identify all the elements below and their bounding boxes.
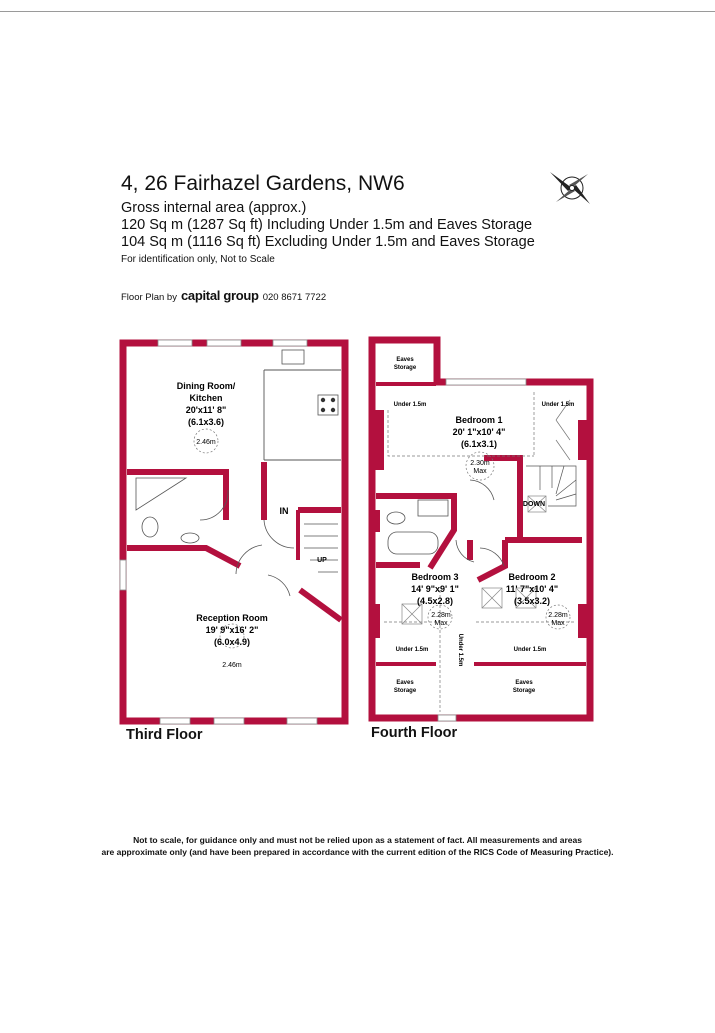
- third-floor-label: Third Floor: [126, 727, 203, 743]
- bedroom3-imperial: 14' 9"x9' 1": [411, 584, 459, 594]
- spiral-stairs: [526, 465, 577, 507]
- bedroom1-name: Bedroom 1: [455, 415, 502, 425]
- bedroom3-max: Max: [434, 620, 448, 627]
- bedroom3-ceiling-height: 2.28m: [431, 612, 451, 619]
- reception-metric: (6.0x4.9): [214, 637, 250, 647]
- shower-icon: [135, 477, 188, 511]
- disclaimer: Not to scale, for guidance only and must…: [0, 834, 715, 858]
- bedroom2-max: Max: [551, 620, 565, 627]
- top-rule: [0, 11, 715, 12]
- floorplan-credit: Floor Plan by capital group 020 8671 772…: [121, 288, 326, 303]
- bedroom1-ceiling-height: 2.30m: [470, 460, 490, 467]
- hob-icon: [317, 394, 339, 416]
- fourth-floor-label: Fourth Floor: [371, 725, 458, 741]
- reception-imperial: 19' 9"x16' 2": [206, 625, 259, 635]
- disclaimer-line1: Not to scale, for guidance only and must…: [133, 835, 582, 845]
- under-vertical: Under 1.5m: [457, 634, 463, 667]
- eaves-bottom-right-line1: Eaves: [515, 680, 533, 686]
- identification-note: For identification only, Not to Scale: [121, 254, 275, 265]
- wc-icon: [141, 516, 159, 538]
- under-bedroom2: Under 1.5m: [514, 647, 547, 653]
- eaves-bottom-right-line2: Storage: [513, 688, 536, 694]
- under-bedroom3: Under 1.5m: [396, 647, 429, 653]
- bedroom1-metric: (6.1x3.1): [461, 439, 497, 449]
- dining-name-line2: Kitchen: [189, 393, 222, 403]
- under-top-left: Under 1.5m: [394, 402, 427, 408]
- wc-icon-upper: [386, 511, 406, 525]
- sink-icon: [281, 349, 305, 365]
- bedroom2-ceiling-height: 2.28m: [548, 612, 568, 619]
- eaves-top-line1: Eaves: [396, 357, 414, 363]
- eaves-top-line2: Storage: [394, 365, 417, 371]
- eaves-bottom-left-line1: Eaves: [396, 680, 414, 686]
- area-excluding: 104 Sq m (1116 Sq ft) Excluding Under 1.…: [121, 234, 535, 250]
- company-phone: 020 8671 7722: [262, 292, 327, 303]
- basin-icon: [180, 532, 200, 544]
- reception-ceiling-height: 2.46m: [222, 662, 242, 669]
- area-block: Gross internal area (approx.) 120 Sq m (…: [121, 200, 535, 251]
- floorplan-by-label: Floor Plan by: [121, 292, 177, 303]
- bedroom2-imperial: 11' 7"x10' 4": [506, 584, 558, 594]
- entrance-label: IN: [280, 506, 289, 516]
- company-logo: capital group: [180, 288, 259, 303]
- reception-name: Reception Room: [196, 613, 268, 623]
- fourth-floor-outer-wall: [368, 336, 594, 722]
- bedroom1-max: Max: [473, 468, 487, 475]
- stairs-up-label: UP: [317, 557, 327, 564]
- compass-icon: [550, 172, 590, 204]
- fourth-floor-plan: Eaves Storage Under 1.5m Under 1.5m Bedr…: [368, 336, 594, 722]
- bedroom2-metric: (3.5x3.2): [514, 596, 550, 606]
- disclaimer-line2: are approximate only (and have been prep…: [101, 847, 614, 857]
- stairs-down-label: DOWN: [523, 501, 545, 508]
- gia-heading: Gross internal area (approx.): [121, 200, 307, 216]
- area-including: 120 Sq m (1287 Sq ft) Including Under 1.…: [121, 217, 533, 233]
- bedroom1-imperial: 20' 1"x10' 4": [453, 427, 506, 437]
- bedroom3-name: Bedroom 3: [411, 572, 458, 582]
- under-top-right: Under 1.5m: [542, 402, 575, 408]
- third-floor-plan: Dining Room/ Kitchen 20'x11' 8" (6.1x3.6…: [119, 339, 349, 725]
- bath-icon: [387, 531, 439, 555]
- dining-name-line1: Dining Room/: [177, 381, 236, 391]
- bedroom3-metric: (4.5x2.8): [417, 596, 453, 606]
- bedroom2-name: Bedroom 2: [508, 572, 555, 582]
- eaves-bottom-left-line2: Storage: [394, 688, 417, 694]
- dining-ceiling-height: 2.46m: [196, 439, 216, 446]
- property-title: 4, 26 Fairhazel Gardens, NW6: [121, 172, 405, 195]
- shower-icon-upper: [417, 499, 449, 517]
- dining-metric: (6.1x3.6): [188, 417, 224, 427]
- dining-imperial: 20'x11' 8": [186, 405, 227, 415]
